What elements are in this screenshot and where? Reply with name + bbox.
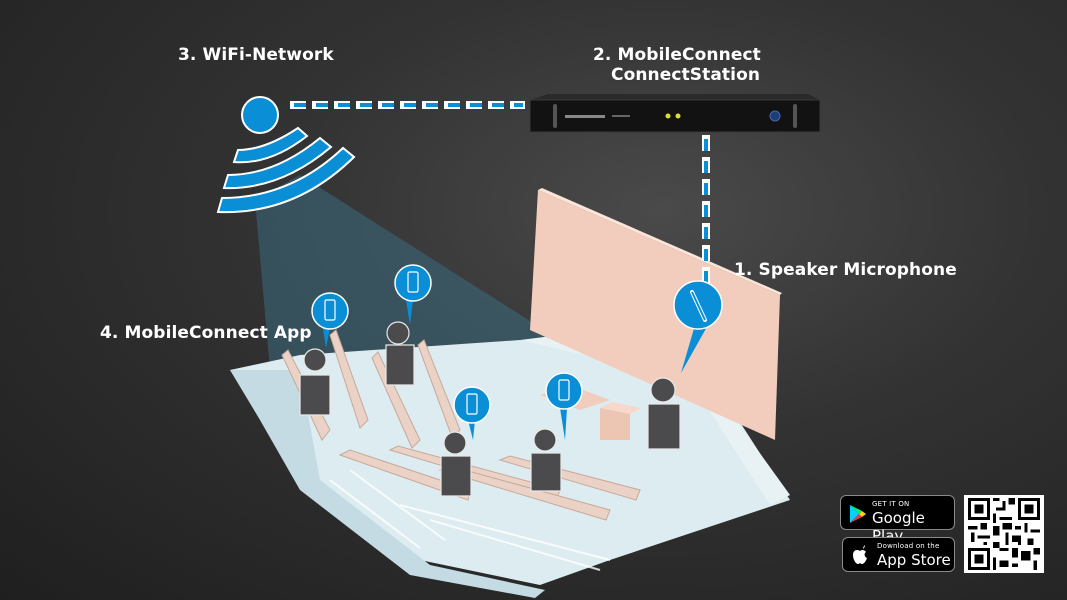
people [299, 321, 681, 497]
smartphone-icon [558, 379, 570, 401]
smartphone-icon [407, 271, 419, 293]
listener-3 [440, 431, 472, 497]
projection-wall [530, 190, 780, 440]
smartphone-bubble-3 [453, 386, 491, 440]
google-play-badge[interactable]: GET IT ON Google Play [840, 495, 955, 545]
wifi-icon [216, 96, 356, 214]
microphone-bubble [673, 280, 723, 373]
google-play-icon [850, 505, 866, 523]
google-play-small-text: GET IT ON [872, 500, 910, 508]
apple-icon [853, 545, 867, 564]
listener-1 [299, 348, 331, 416]
label-wifi-network: 3. WiFi-Network [178, 45, 334, 65]
label-connect-station-line2: ConnectStation [611, 65, 761, 85]
smartphone-bubble-2 [394, 264, 432, 325]
connect-station-device [529, 94, 821, 133]
label-mobileconnect-app: 4. MobileConnect App [100, 323, 312, 343]
microphone-icon [690, 290, 707, 322]
qr-code[interactable] [964, 495, 1044, 573]
smartphone-bubble-1 [311, 292, 349, 348]
smartphone-icon [324, 299, 336, 321]
app-store-badge[interactable]: Download on the App Store [842, 537, 955, 572]
listener-4 [530, 428, 562, 492]
label-speaker-microphone: 1. Speaker Microphone [734, 260, 957, 280]
qr-pattern [968, 498, 1040, 570]
label-connect-station-line1: 2. MobileConnect [593, 45, 761, 65]
speaker-person [647, 377, 681, 450]
smartphone-icon [466, 393, 478, 415]
app-store-big-text: App Store [877, 551, 951, 569]
smartphone-bubble-4 [545, 372, 583, 440]
app-bubbles [311, 264, 723, 440]
listener-2 [385, 321, 415, 386]
app-store-small-text: Download on the [877, 542, 940, 550]
chair-rows [281, 329, 641, 521]
